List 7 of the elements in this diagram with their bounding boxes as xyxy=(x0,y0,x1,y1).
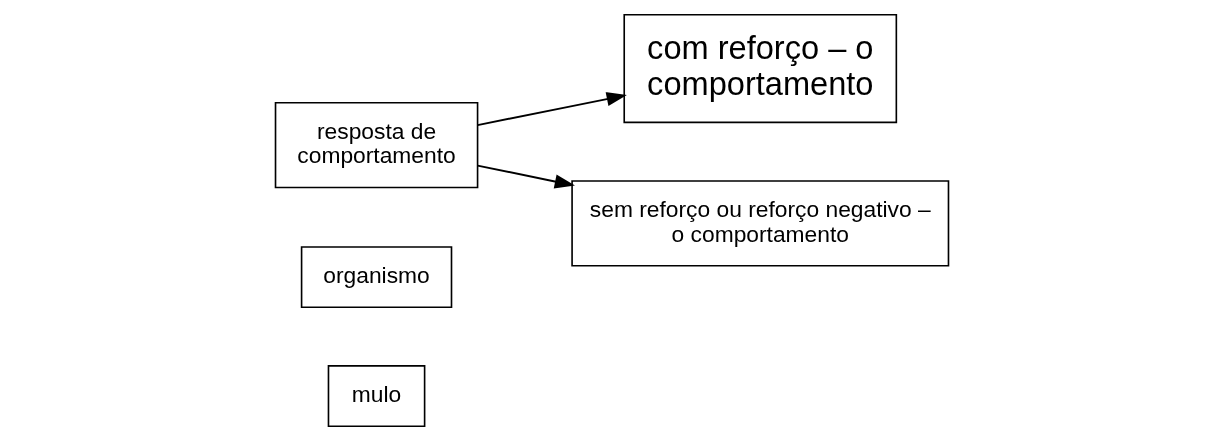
node-box: mulo xyxy=(327,365,426,428)
node-box: organismo xyxy=(300,246,453,309)
arrow xyxy=(476,164,575,189)
node-box: sem reforço ou reforço negativo – o comportamento xyxy=(571,180,950,267)
arrow xyxy=(476,92,627,127)
node-box: com reforço – o comportamento xyxy=(623,13,898,124)
node-box: resposta de comportamento xyxy=(274,101,479,189)
